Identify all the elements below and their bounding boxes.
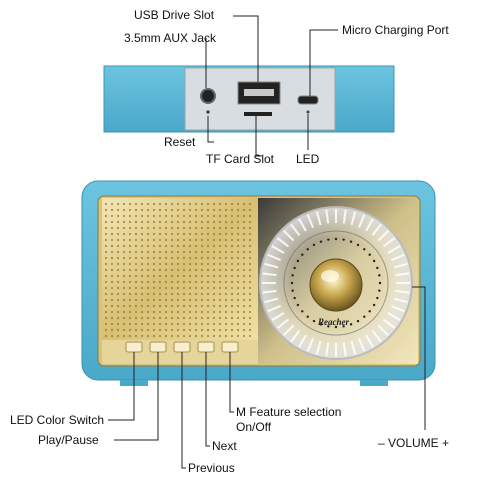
label-tf-card-slot: TF Card Slot [206, 152, 275, 166]
port-panel [103, 65, 395, 133]
label-led: LED [296, 152, 320, 166]
label-play-pause: Play/Pause [38, 433, 99, 447]
label-reset: Reset [164, 135, 196, 149]
label-on-off: On/Off [236, 420, 272, 434]
aux-jack-icon [200, 88, 216, 104]
label-next: Next [212, 439, 237, 453]
micro-usb-port-icon [297, 95, 319, 105]
speaker-grille [102, 198, 258, 340]
led-indicator-icon [306, 110, 310, 114]
brand-logo: Reacher [317, 317, 349, 327]
label-volume: – VOLUME + [378, 436, 450, 450]
radio-body [81, 180, 436, 386]
callout-lines-bottom [108, 286, 426, 469]
label-m-feature-selection: M Feature selection [236, 405, 342, 419]
control-buttons [125, 341, 239, 353]
label-previous: Previous [188, 461, 235, 475]
label-micro-charging-port: Micro Charging Port [342, 23, 449, 37]
label-aux-jack: 3.5mm AUX Jack [124, 31, 217, 45]
tf-card-slot-icon [244, 112, 272, 116]
volume-knob-icon [309, 258, 363, 312]
label-usb-drive-slot: USB Drive Slot [134, 8, 215, 22]
callout-lines-top [205, 15, 338, 157]
label-led-color-switch: LED Color Switch [10, 413, 105, 427]
